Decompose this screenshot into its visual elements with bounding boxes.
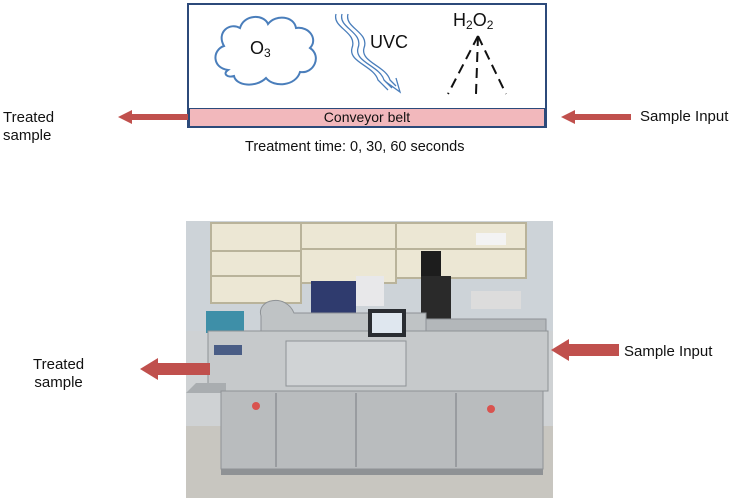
treatment-time-label: Treatment time: 0, 30, 60 seconds [245, 139, 465, 155]
ozone-label: O3 [250, 38, 271, 60]
spray-lines-icon [447, 35, 507, 95]
conveyor-belt: Conveyor belt [189, 108, 545, 127]
equipment-illustration [186, 221, 553, 498]
sample-input-label-top: Sample Input [640, 108, 729, 125]
treated-sample-label-bottom: Treated sample [33, 356, 85, 391]
uvc-wave-icon [335, 13, 402, 94]
equipment-photo [186, 221, 553, 498]
input-arrow-icon-bottom [551, 339, 619, 361]
output-arrow-icon-bottom [140, 358, 210, 380]
input-arrow-icon-top [561, 110, 631, 124]
ozone-cloud-icon [214, 16, 317, 86]
sample-input-label-bottom: Sample Input [624, 343, 713, 360]
treatment-chamber [187, 3, 547, 128]
peroxide-label: H2O2 [453, 10, 494, 32]
uvc-label: UVC [370, 32, 409, 52]
treated-sample-label-top: Treated sample [3, 109, 55, 144]
output-arrow-icon-top [118, 110, 188, 124]
